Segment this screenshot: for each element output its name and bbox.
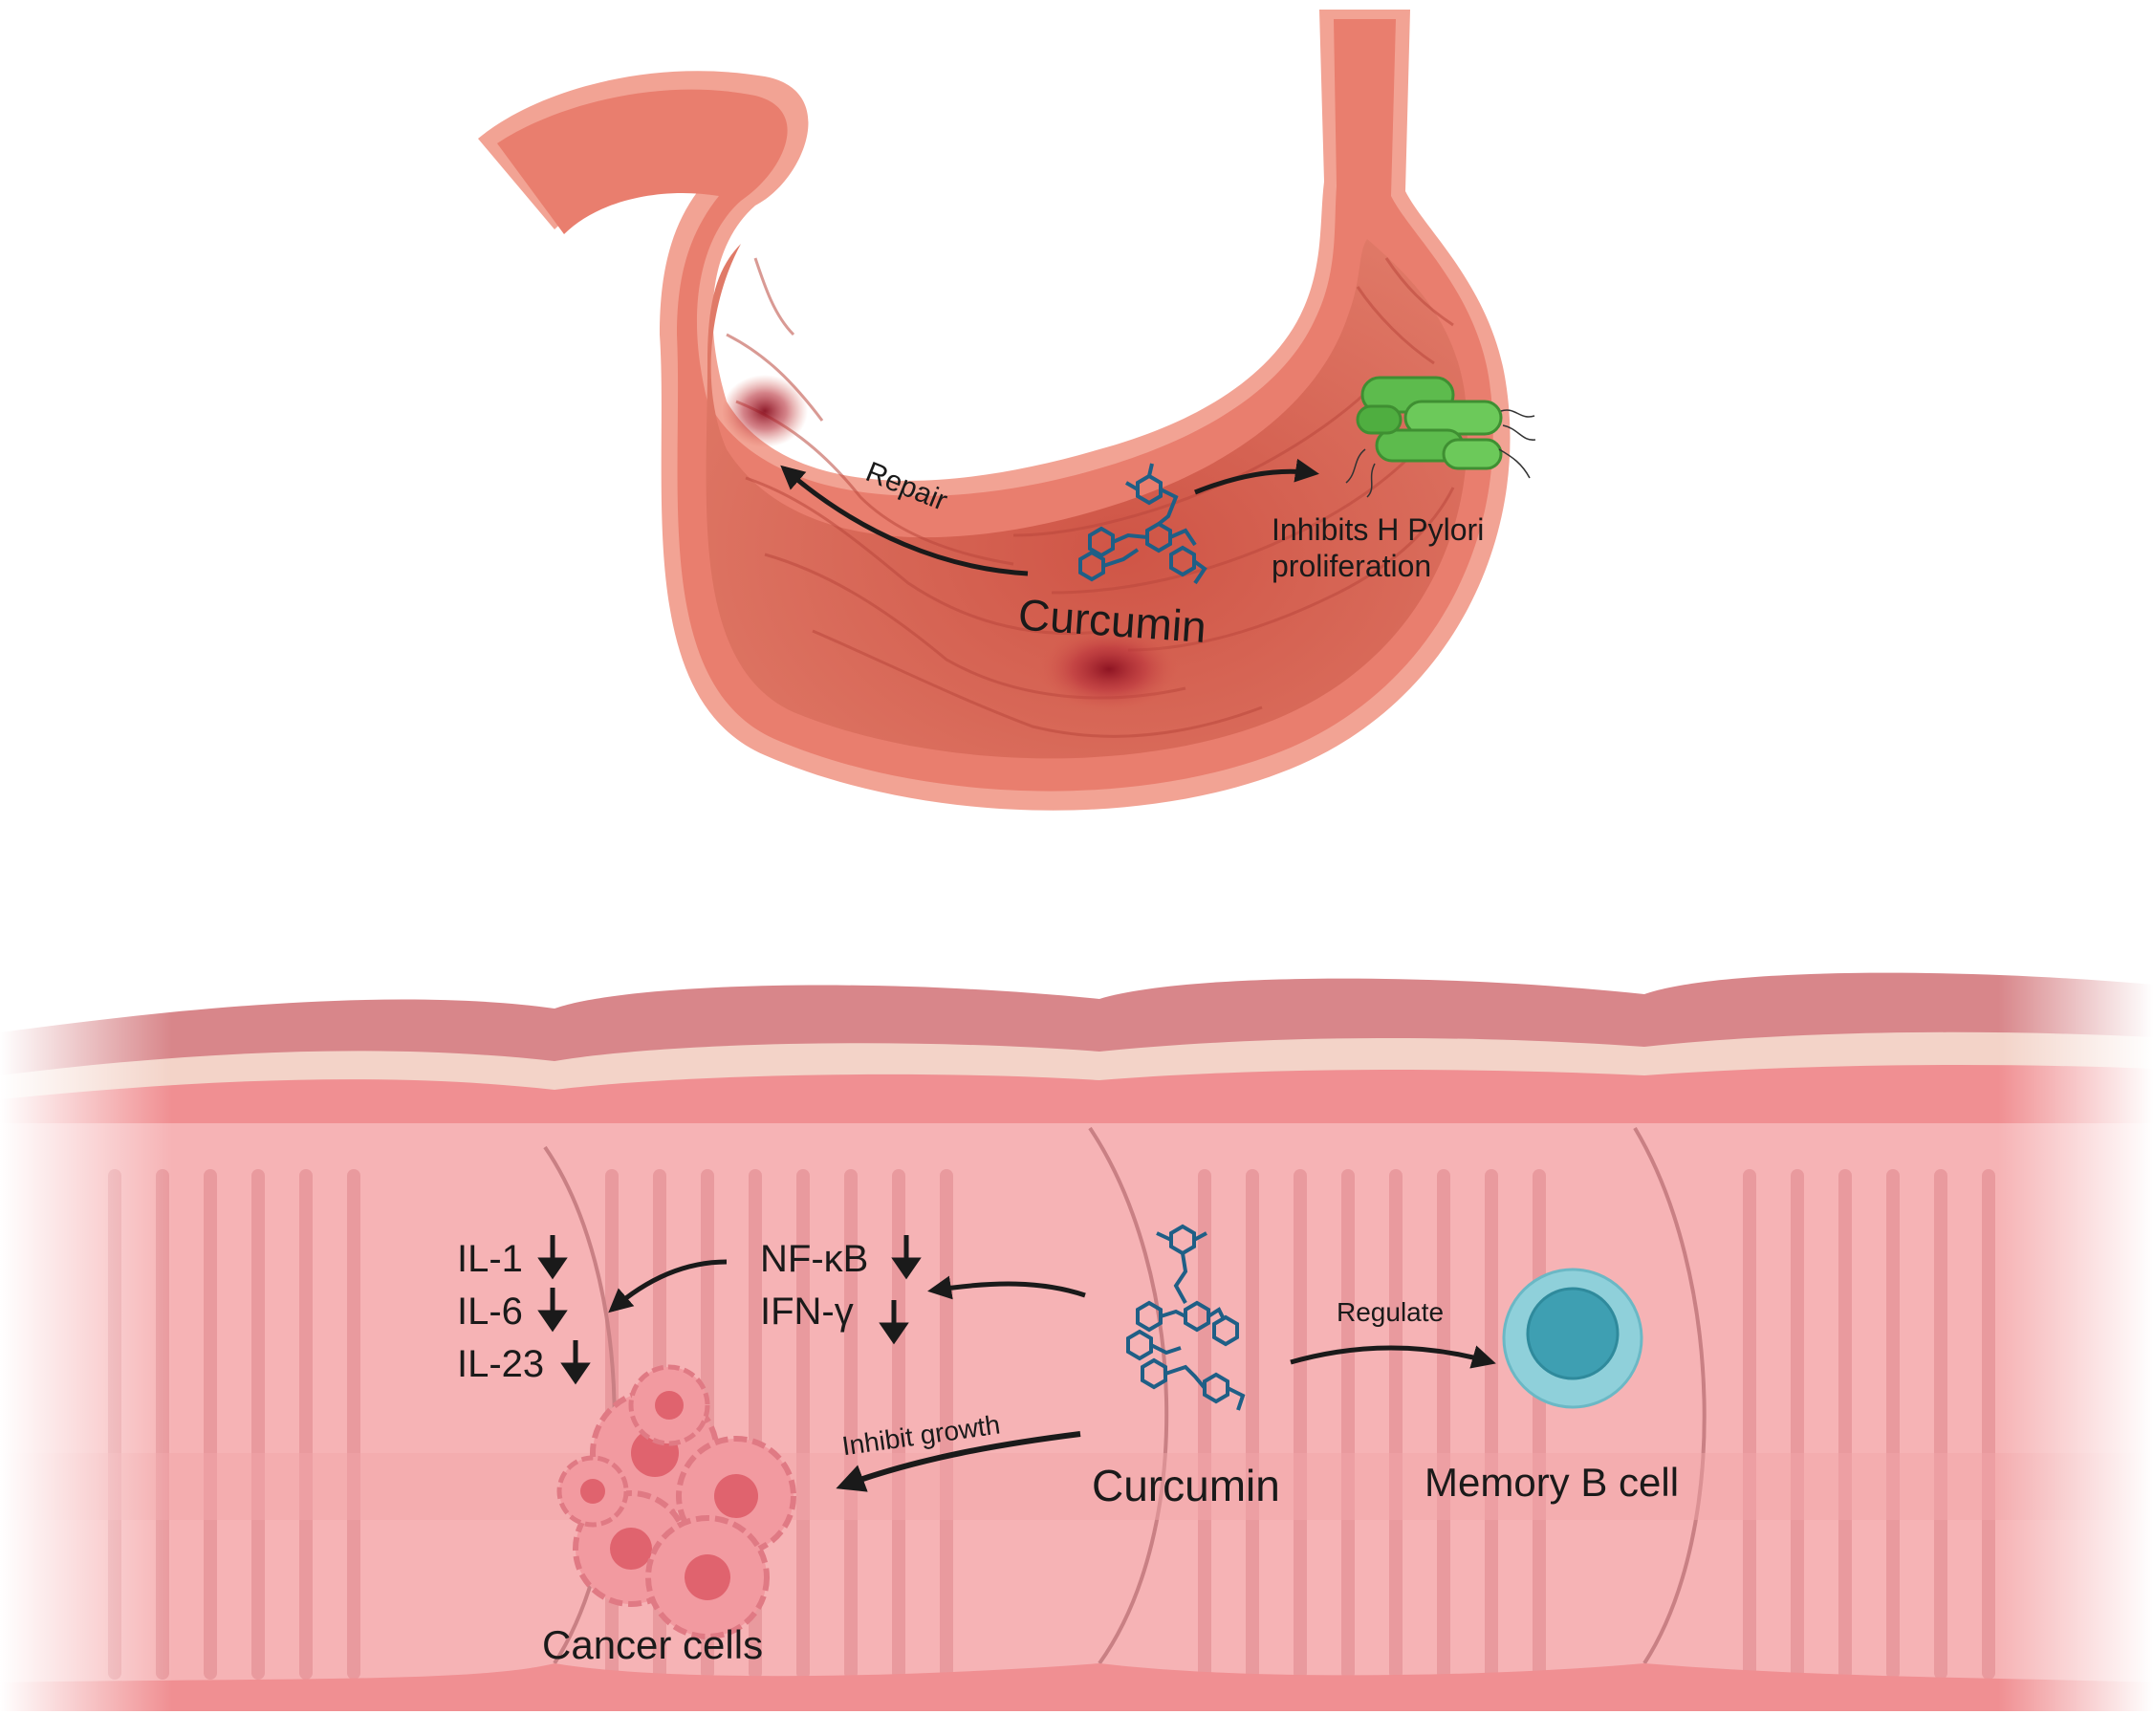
cancer-cell-icon xyxy=(628,1364,710,1446)
nfkb-to-il-arrow xyxy=(608,1259,728,1313)
hpylori-arrow xyxy=(1194,458,1319,495)
curcumin-molecule-icon xyxy=(1078,463,1207,585)
down-arrow-icon xyxy=(537,1288,568,1333)
down-arrow-icon xyxy=(560,1340,591,1385)
intestine-mid-band xyxy=(0,1453,2153,1520)
cytokine-ifn-gamma: IFN-γ xyxy=(760,1291,854,1333)
intestine-body xyxy=(0,1123,2153,1706)
cancer-cell-icon xyxy=(556,1455,629,1528)
stomach-ulcer-lower xyxy=(1037,626,1181,712)
regulate-label: Regulate xyxy=(1337,1297,1444,1327)
down-arrow-icon xyxy=(891,1235,922,1280)
stomach-illustration xyxy=(478,10,1511,811)
curcumin-molecule-icon xyxy=(1126,1224,1246,1411)
intestine-haustra-lines xyxy=(543,1126,1707,1665)
inhibit-growth-arrow xyxy=(836,1431,1081,1492)
cytokine-il-6: IL-6 xyxy=(457,1291,523,1333)
hpylori-label-line2: proliferation xyxy=(1272,549,1431,583)
down-arrow-icon xyxy=(879,1300,909,1345)
memory-b-cell-icon xyxy=(1502,1268,1643,1409)
intestine-curcumin-label: Curcumin xyxy=(1092,1461,1280,1510)
intestine-illustration xyxy=(0,956,2153,1721)
cancer-cell-icon xyxy=(645,1515,770,1639)
cytokine-il-23: IL-23 xyxy=(457,1343,544,1385)
intestine-bottom-band xyxy=(0,1663,2153,1711)
cancer-cells-label: Cancer cells xyxy=(542,1622,763,1667)
memory-b-cell-label: Memory B cell xyxy=(1424,1460,1679,1505)
regulate-arrow xyxy=(1290,1345,1496,1369)
intestine-fade-left xyxy=(0,975,172,1721)
cytokine-nf-kb: NF-κB xyxy=(760,1238,868,1280)
cytokine-il-1: IL-1 xyxy=(457,1238,523,1280)
intestine-fade-right xyxy=(1998,956,2153,1721)
curcumin-to-nfkb-arrow xyxy=(927,1275,1086,1300)
h-pylori-bacteria-icon xyxy=(1345,376,1536,498)
down-arrow-icon xyxy=(537,1235,568,1280)
stomach-lumen xyxy=(706,239,1468,759)
repair-arrow xyxy=(780,465,1029,576)
stomach-ulcer-upper xyxy=(722,375,808,447)
hpylori-label-line1: Inhibits H Pylori xyxy=(1272,512,1484,547)
cancer-cells-cluster xyxy=(556,1364,796,1639)
